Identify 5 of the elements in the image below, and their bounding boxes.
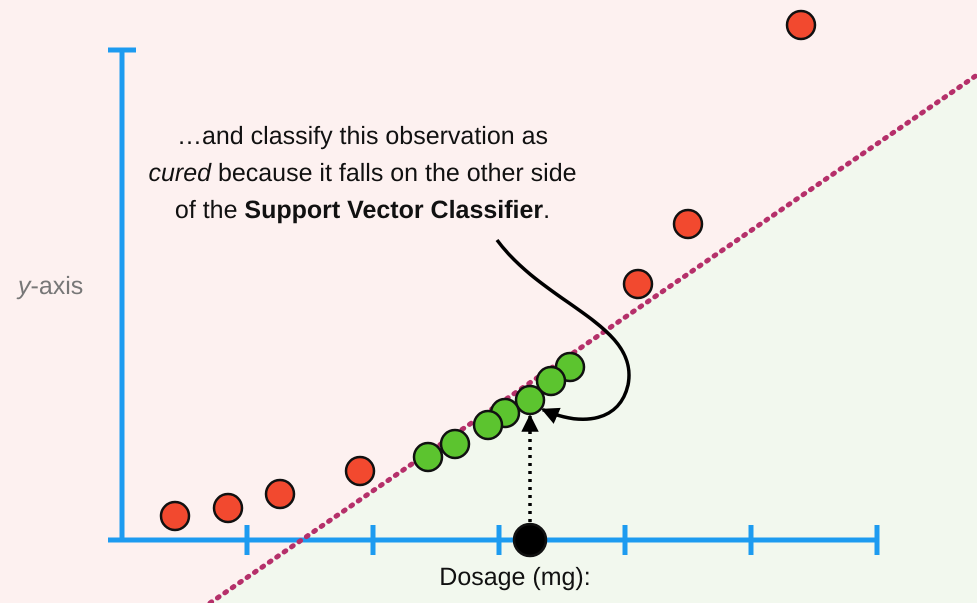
- axis-label: Dosage (mg):: [438, 562, 592, 593]
- callout-text: …and classify this observation as cured because it falls on the other side of the Support Vector Classifier.: [145, 118, 580, 229]
- arrow: [521, 414, 539, 522]
- arrow: [496, 238, 631, 424]
- axis-label: y-axis: [18, 271, 84, 302]
